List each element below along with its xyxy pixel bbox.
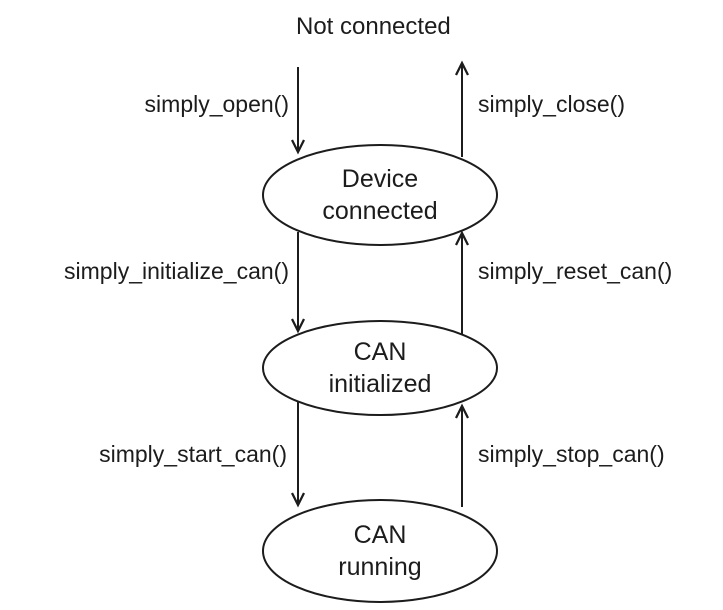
transition-label-simply-reset-can: simply_reset_can()	[478, 258, 673, 284]
state-ellipse-can-running	[262, 499, 498, 603]
transition-label-simply-open: simply_open()	[144, 91, 289, 117]
transition-label-simply-stop-can: simply_stop_can()	[478, 441, 665, 467]
state-label-can-running: CAN running	[338, 521, 422, 581]
state-ellipse-device-connected	[262, 144, 498, 246]
transition-label-simply-start-can: simply_start_can()	[99, 441, 287, 467]
start-state-label: Not connected	[296, 13, 451, 40]
state-ellipse-can-initialized	[262, 320, 498, 416]
state-label-can-initialized: CAN initialized	[328, 338, 432, 398]
transition-label-simply-close: simply_close()	[478, 91, 625, 117]
transition-label-simply-initialize-can: simply_initialize_can()	[64, 258, 289, 284]
state-label-device-connected: Device connected	[322, 165, 438, 225]
